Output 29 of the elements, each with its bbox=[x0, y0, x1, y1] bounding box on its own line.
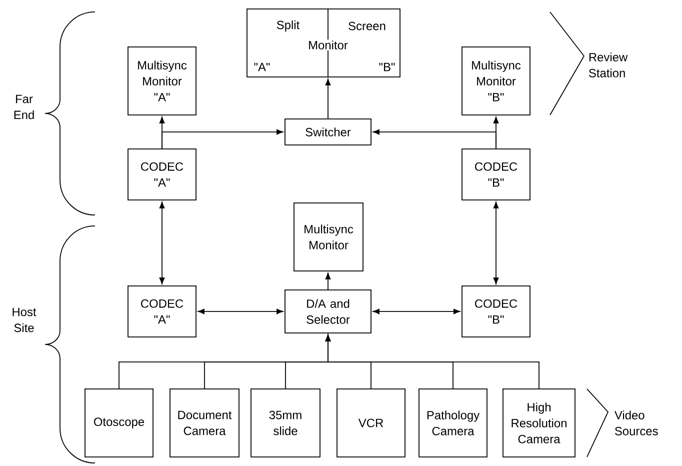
source-box: VCR bbox=[336, 388, 406, 458]
monitor-box: Multisync Monitor "A" bbox=[128, 46, 196, 116]
arrow bbox=[325, 272, 331, 290]
codec-box: CODEC "B" bbox=[462, 286, 530, 338]
arrow bbox=[162, 129, 284, 149]
codec-box: CODEC "A" bbox=[128, 286, 196, 338]
selector-box: D/A and Selector bbox=[284, 290, 372, 334]
group-label: Review Station bbox=[589, 52, 628, 78]
arrow bbox=[372, 129, 496, 149]
source-box: Otoscope bbox=[84, 388, 154, 458]
source-box: High Resolution Camera bbox=[502, 388, 576, 458]
arrow bbox=[372, 308, 460, 314]
arrow bbox=[493, 202, 499, 284]
group-label: Host Site bbox=[12, 308, 36, 332]
codec-box: CODEC "B" bbox=[462, 148, 530, 200]
arrow bbox=[325, 334, 540, 389]
monitor-box: Multisync Monitor "B" bbox=[462, 46, 530, 116]
group-label: Far End bbox=[14, 94, 34, 120]
monitor-box: Multisync Monitor bbox=[294, 202, 364, 272]
codec-box: CODEC "A" bbox=[128, 148, 196, 200]
source-box: 35mm slide bbox=[250, 388, 320, 458]
source-box: Document Camera bbox=[170, 388, 240, 458]
switcher-box: Switcher bbox=[284, 118, 372, 146]
arrow bbox=[325, 78, 331, 119]
monitor-box: Split Screen Monitor "A" "B" bbox=[246, 8, 400, 78]
arrow bbox=[198, 308, 284, 314]
arrow bbox=[159, 202, 165, 284]
source-box: Pathology Camera bbox=[418, 388, 488, 458]
group-label: Video Sources bbox=[614, 410, 658, 436]
